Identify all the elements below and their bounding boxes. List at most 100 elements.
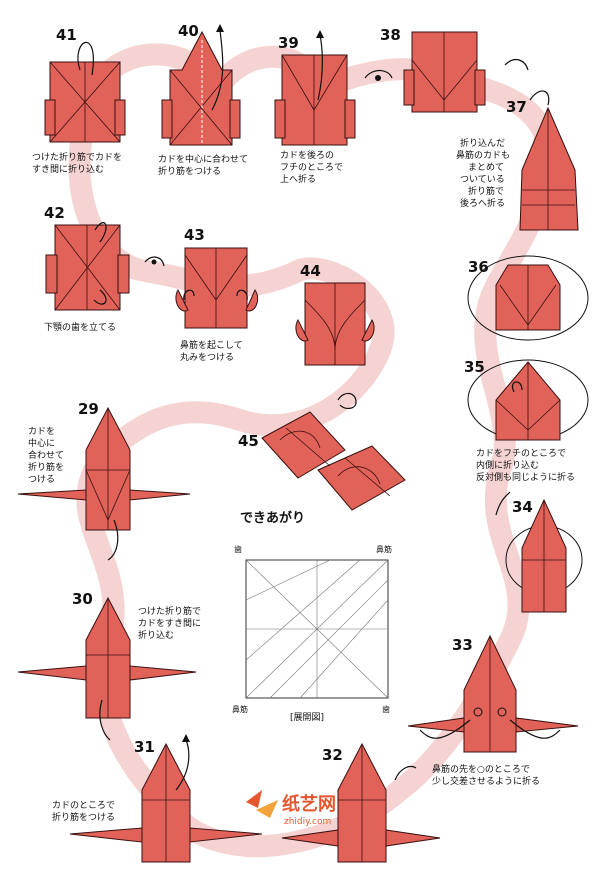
fold-line [313, 54, 348, 111]
side-flap [114, 99, 126, 136]
side-flap [361, 318, 375, 342]
corner-label: 鼻筋 [376, 544, 392, 554]
step-caption: ついている [460, 174, 505, 185]
fold-arrow [317, 34, 323, 101]
step-caption: つけた折り筋でカドを [32, 151, 122, 163]
watermark-name: 纸艺网 [282, 793, 336, 815]
step-36: 36 [467, 255, 589, 341]
crease-pattern: 歯 鼻筋 鼻筋 歯 [展開図] [232, 544, 392, 723]
step-31: 31 カドのところで 折り筋をつける [52, 734, 263, 863]
detail-circle [467, 255, 589, 341]
turn-over-icon [151, 259, 157, 265]
turn-over-icon [144, 256, 165, 267]
fold-line [281, 54, 315, 111]
side-flap [117, 254, 130, 294]
model-body [169, 30, 233, 146]
step-number: 43 [184, 226, 205, 244]
side-flap [45, 254, 58, 294]
step-number: 40 [178, 22, 199, 40]
side-flap [229, 99, 241, 139]
fold-line [54, 224, 121, 311]
arrow-head [216, 24, 224, 32]
step-caption: 後ろへ折る [460, 197, 505, 209]
step-caption: 折り筋をつける [158, 165, 221, 177]
fold-line [527, 284, 557, 326]
step-caption: 鼻筋のカドも [456, 149, 510, 161]
step-33: 33 鼻筋の先を○のところで 少し交差させるように折る [407, 634, 579, 787]
fold-line [443, 59, 478, 101]
crease-pattern-title: [展開図] [290, 712, 324, 723]
step-caption: カドを [28, 426, 55, 437]
model-body [281, 54, 348, 146]
side-flap [295, 318, 309, 342]
fold-line [499, 284, 529, 326]
fold-line [337, 466, 381, 485]
turn-over-icon [364, 69, 393, 79]
step-caption: カドを後ろの [280, 149, 334, 161]
side-flap [403, 69, 415, 106]
wing-right [515, 717, 579, 733]
step-caption: カドのところで [52, 800, 115, 811]
step-42: 42 下顎の歯を立てる [44, 204, 130, 333]
marker-circle [473, 707, 483, 717]
logo-icon [256, 800, 278, 818]
curl-arrow [183, 289, 195, 301]
fold-line [495, 399, 529, 431]
fold-line [527, 399, 561, 431]
fold-line [304, 299, 336, 351]
fold-arrow [93, 289, 107, 305]
crease-line [245, 559, 361, 661]
finished-label: できあがり [240, 510, 305, 526]
wing-left [281, 829, 339, 847]
fold-line [334, 299, 366, 351]
step-caption: 上へ折る [280, 173, 316, 185]
fold-line [279, 430, 321, 449]
curl-arrow [236, 289, 248, 301]
step-caption: 丸みをつける [180, 351, 234, 363]
step-41: 41 つけた折り筋でカドを すき間に折り込む [32, 26, 126, 175]
finished-model-right [317, 445, 406, 511]
flow-arrow [394, 765, 417, 781]
step-number: 30 [72, 590, 93, 608]
arrow-head [182, 734, 190, 742]
step-number: 44 [300, 262, 321, 280]
side-flap [44, 99, 56, 136]
wing-right [129, 665, 197, 681]
step-caption: フチのところで [280, 162, 343, 173]
side-flap [245, 288, 259, 312]
step-number: 33 [452, 636, 473, 654]
step-number: 42 [44, 204, 65, 222]
fold-line [85, 469, 109, 521]
fold-arrow [175, 739, 190, 791]
fold-arrow [529, 90, 550, 106]
side-flap [161, 99, 173, 139]
turn-over-icon [375, 75, 381, 81]
step-34: 34 [495, 491, 583, 613]
fold-arrow [419, 719, 471, 739]
fold-line [184, 254, 217, 301]
step-38: 38 [364, 26, 486, 113]
step-caption: 折り筋で [468, 185, 504, 197]
wing-left [17, 489, 87, 501]
step-caption: つける [28, 474, 55, 485]
fold-line [344, 457, 391, 497]
fold-arrow [107, 519, 119, 561]
step-number: 45 [238, 432, 259, 450]
step-number: 34 [512, 498, 533, 516]
fold-arrow [99, 699, 111, 741]
side-flap [175, 288, 189, 312]
crease-line [299, 599, 389, 699]
wing-right [189, 827, 263, 843]
step-number: 35 [464, 358, 485, 376]
step-29: 29 カドを 中心に 合わせて 折り筋を つける [17, 400, 191, 561]
step-caption: カドを中心に合わせて [158, 153, 248, 165]
watermark: 纸艺网 zhidiy.com [246, 790, 336, 827]
step-caption: 折り筋をつける [52, 811, 115, 823]
step-45: 45 できあがり [238, 411, 406, 526]
side-flap [274, 99, 286, 139]
wing-left [17, 665, 87, 681]
step-caption: 中心に [28, 437, 55, 449]
fold-arrow [94, 222, 107, 243]
model-body [411, 31, 478, 113]
